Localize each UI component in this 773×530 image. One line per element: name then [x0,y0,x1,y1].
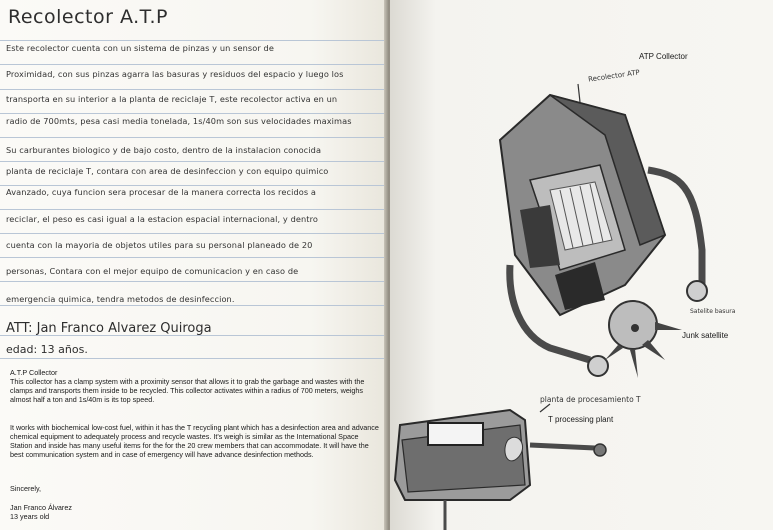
collector-arm-right [647,166,706,285]
ruled-line [0,113,388,114]
ruled-line [0,358,388,359]
collector-top-panel [549,94,666,246]
handwritten-title: Recolector A.T.P [8,6,168,28]
collector-bottom-panel [555,262,605,310]
ruled-line [0,335,388,336]
handwritten-line: cuenta con la mayoria de objetos utiles … [6,240,313,250]
handwritten-line: radio de 700mts, pesa casi media tonelad… [6,116,352,126]
collector-drawing [393,83,708,530]
handwritten-line: emergencia quimica, tendra metodos de de… [6,294,235,304]
ruled-line [0,40,388,41]
collector-claw-right [686,280,708,302]
handwritten-line: Proximidad, con sus pinzas agarra las ba… [6,69,344,79]
translation-paragraph-2: It works with biochemical low-cost fuel,… [10,423,379,460]
notebook-spine [384,0,394,530]
handwritten-line: Avanzado, cuya funcion sera procesar de … [6,187,317,197]
sincerely-text: Sincerely, [10,484,42,493]
satellite-spike [630,349,638,378]
translation-heading: A.T.P Collector [10,368,58,377]
handwritten-line: personas, Contara con el mejor equipo de… [6,266,299,276]
satellite-spike [605,345,623,360]
collector-side-panel [520,205,560,268]
ruled-line [0,137,388,138]
ruled-line [0,233,388,234]
ruled-line [0,185,388,186]
signature-age: 13 years old [10,512,50,521]
plant-window [427,422,484,446]
collector-claw-left [587,355,609,377]
ruled-line [0,305,388,306]
right-page: ATP Collector Recolector ATP Satelite ba… [390,0,773,530]
ruled-line [0,64,388,65]
ruled-line [0,209,388,210]
left-page: Recolector A.T.P Este recolector cuenta … [0,0,388,530]
collector-arm-left [506,264,592,364]
ruled-line [0,257,388,258]
handwritten-line: planta de reciclaje T, contara con area … [6,166,329,176]
handwritten-line: Este recolector cuenta con un sistema de… [6,43,274,53]
handwritten-planta-label: planta de procesamiento T [540,395,641,404]
caption-junk-satellite: Junk satellite [682,331,729,340]
junk-satellite-core [631,324,639,332]
ruled-line [0,89,388,90]
plant-emblem [504,437,524,462]
ruled-line [0,281,388,282]
caption-t-processing-plant: T processing plant [548,415,614,424]
handwritten-line: Su carburantes biologico y de bajo costo… [6,145,322,155]
satellite-spike [642,340,665,360]
handwritten-age: edad: 13 años. [6,343,88,356]
handwritten-satellite-label: Satelite basura [690,308,736,315]
handwritten-line: transporta en su interior a la planta de… [6,94,338,104]
plant-arm-tip [593,443,607,457]
translation-paragraph-1: This collector has a clamp system with a… [10,377,365,405]
plant-arm [529,442,596,451]
satellite-spike [655,322,682,330]
handwritten-line: reciclar, el peso es casi igual a la est… [6,214,319,224]
handwritten-att: ATT: Jan Franco Alvarez Quiroga [6,321,212,336]
caption-atp-collector: ATP Collector [639,52,688,61]
signature-name: Jan Franco Álvarez [10,503,72,512]
collector-grille [549,181,613,251]
ruled-line [0,161,388,162]
